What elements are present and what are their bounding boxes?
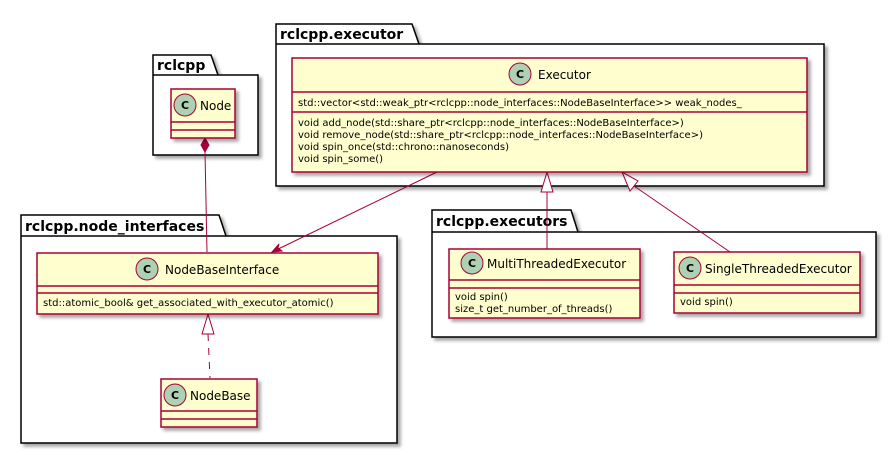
package-title-rclcpp-executor: rclcpp.executor [280, 27, 403, 43]
relation-multithreaded-extends-executor [540, 170, 554, 249]
realization-triangle-icon [201, 312, 215, 335]
relation-executor-association-nodebaseinterface [270, 171, 438, 253]
class-stereotype-c-icon [135, 257, 159, 281]
class-stereotype-letter: C [468, 257, 476, 270]
class-executor[interactable]: C Executor std::vector<std::weak_ptr<rcl… [291, 57, 808, 173]
relation-singlethreaded-extends-executor [620, 170, 731, 253]
package-title-rclcpp-node-interfaces: rclcpp.node_interfaces [25, 219, 204, 235]
package-title-rclcpp-executors: rclcpp.executors [436, 214, 568, 230]
class-stereotype-c-icon [508, 62, 532, 86]
class-method: void spin() [455, 292, 508, 303]
class-stereotype-letter: C [171, 389, 179, 402]
class-field: std::vector<std::weak_ptr<rclcpp::node_i… [298, 98, 743, 109]
class-method: void add_node(std::share_ptr<rclcpp::nod… [298, 118, 684, 129]
class-stereotype-c-icon [163, 383, 187, 407]
class-nodebase[interactable]: C NodeBase [160, 378, 258, 428]
class-method: std::atomic_bool& get_associated_with_ex… [43, 298, 334, 309]
class-method: void spin_some() [298, 154, 383, 165]
class-singlethreadedexecutor[interactable]: C SingleThreadedExecutor void spin() [673, 251, 861, 314]
class-stereotype-c-icon [678, 256, 702, 280]
class-multithreadedexecutor[interactable]: C MultiThreadedExecutor void spin() size… [448, 248, 641, 319]
composition-diamond-icon [200, 136, 210, 154]
arrowhead-icon [270, 243, 284, 253]
class-nodebaseinterface[interactable]: C NodeBaseInterface std::atomic_bool& ge… [36, 252, 379, 315]
class-name: NodeBase [190, 389, 251, 403]
class-stereotype-letter: C [516, 68, 524, 81]
class-method: void spin_once(std::chrono::nanoseconds) [298, 142, 509, 153]
class-method: void remove_node(std::share_ptr<rclcpp::… [298, 130, 703, 141]
class-method: size_t get_number_of_threads() [455, 304, 612, 315]
class-name: Node [200, 99, 231, 113]
relation-nodebase-realizes-nodebaseinterface [201, 312, 215, 379]
class-stereotype-letter: C [143, 263, 151, 276]
class-name: Executor [538, 68, 591, 82]
generalization-triangle-icon [620, 170, 639, 192]
class-name: MultiThreadedExecutor [487, 257, 626, 271]
class-stereotype-c-icon [460, 251, 484, 275]
package-title-rclcpp: rclcpp [157, 58, 205, 74]
class-stereotype-letter: C [686, 262, 694, 275]
class-node[interactable]: C Node [170, 88, 236, 139]
class-method: void spin() [680, 297, 733, 308]
class-stereotype-c-icon [173, 93, 197, 117]
relation-node-composition-nodebaseinterface [200, 136, 210, 253]
class-stereotype-letter: C [181, 99, 189, 112]
generalization-triangle-icon [540, 170, 554, 193]
class-name: SingleThreadedExecutor [705, 262, 852, 276]
class-name: NodeBaseInterface [165, 263, 279, 277]
